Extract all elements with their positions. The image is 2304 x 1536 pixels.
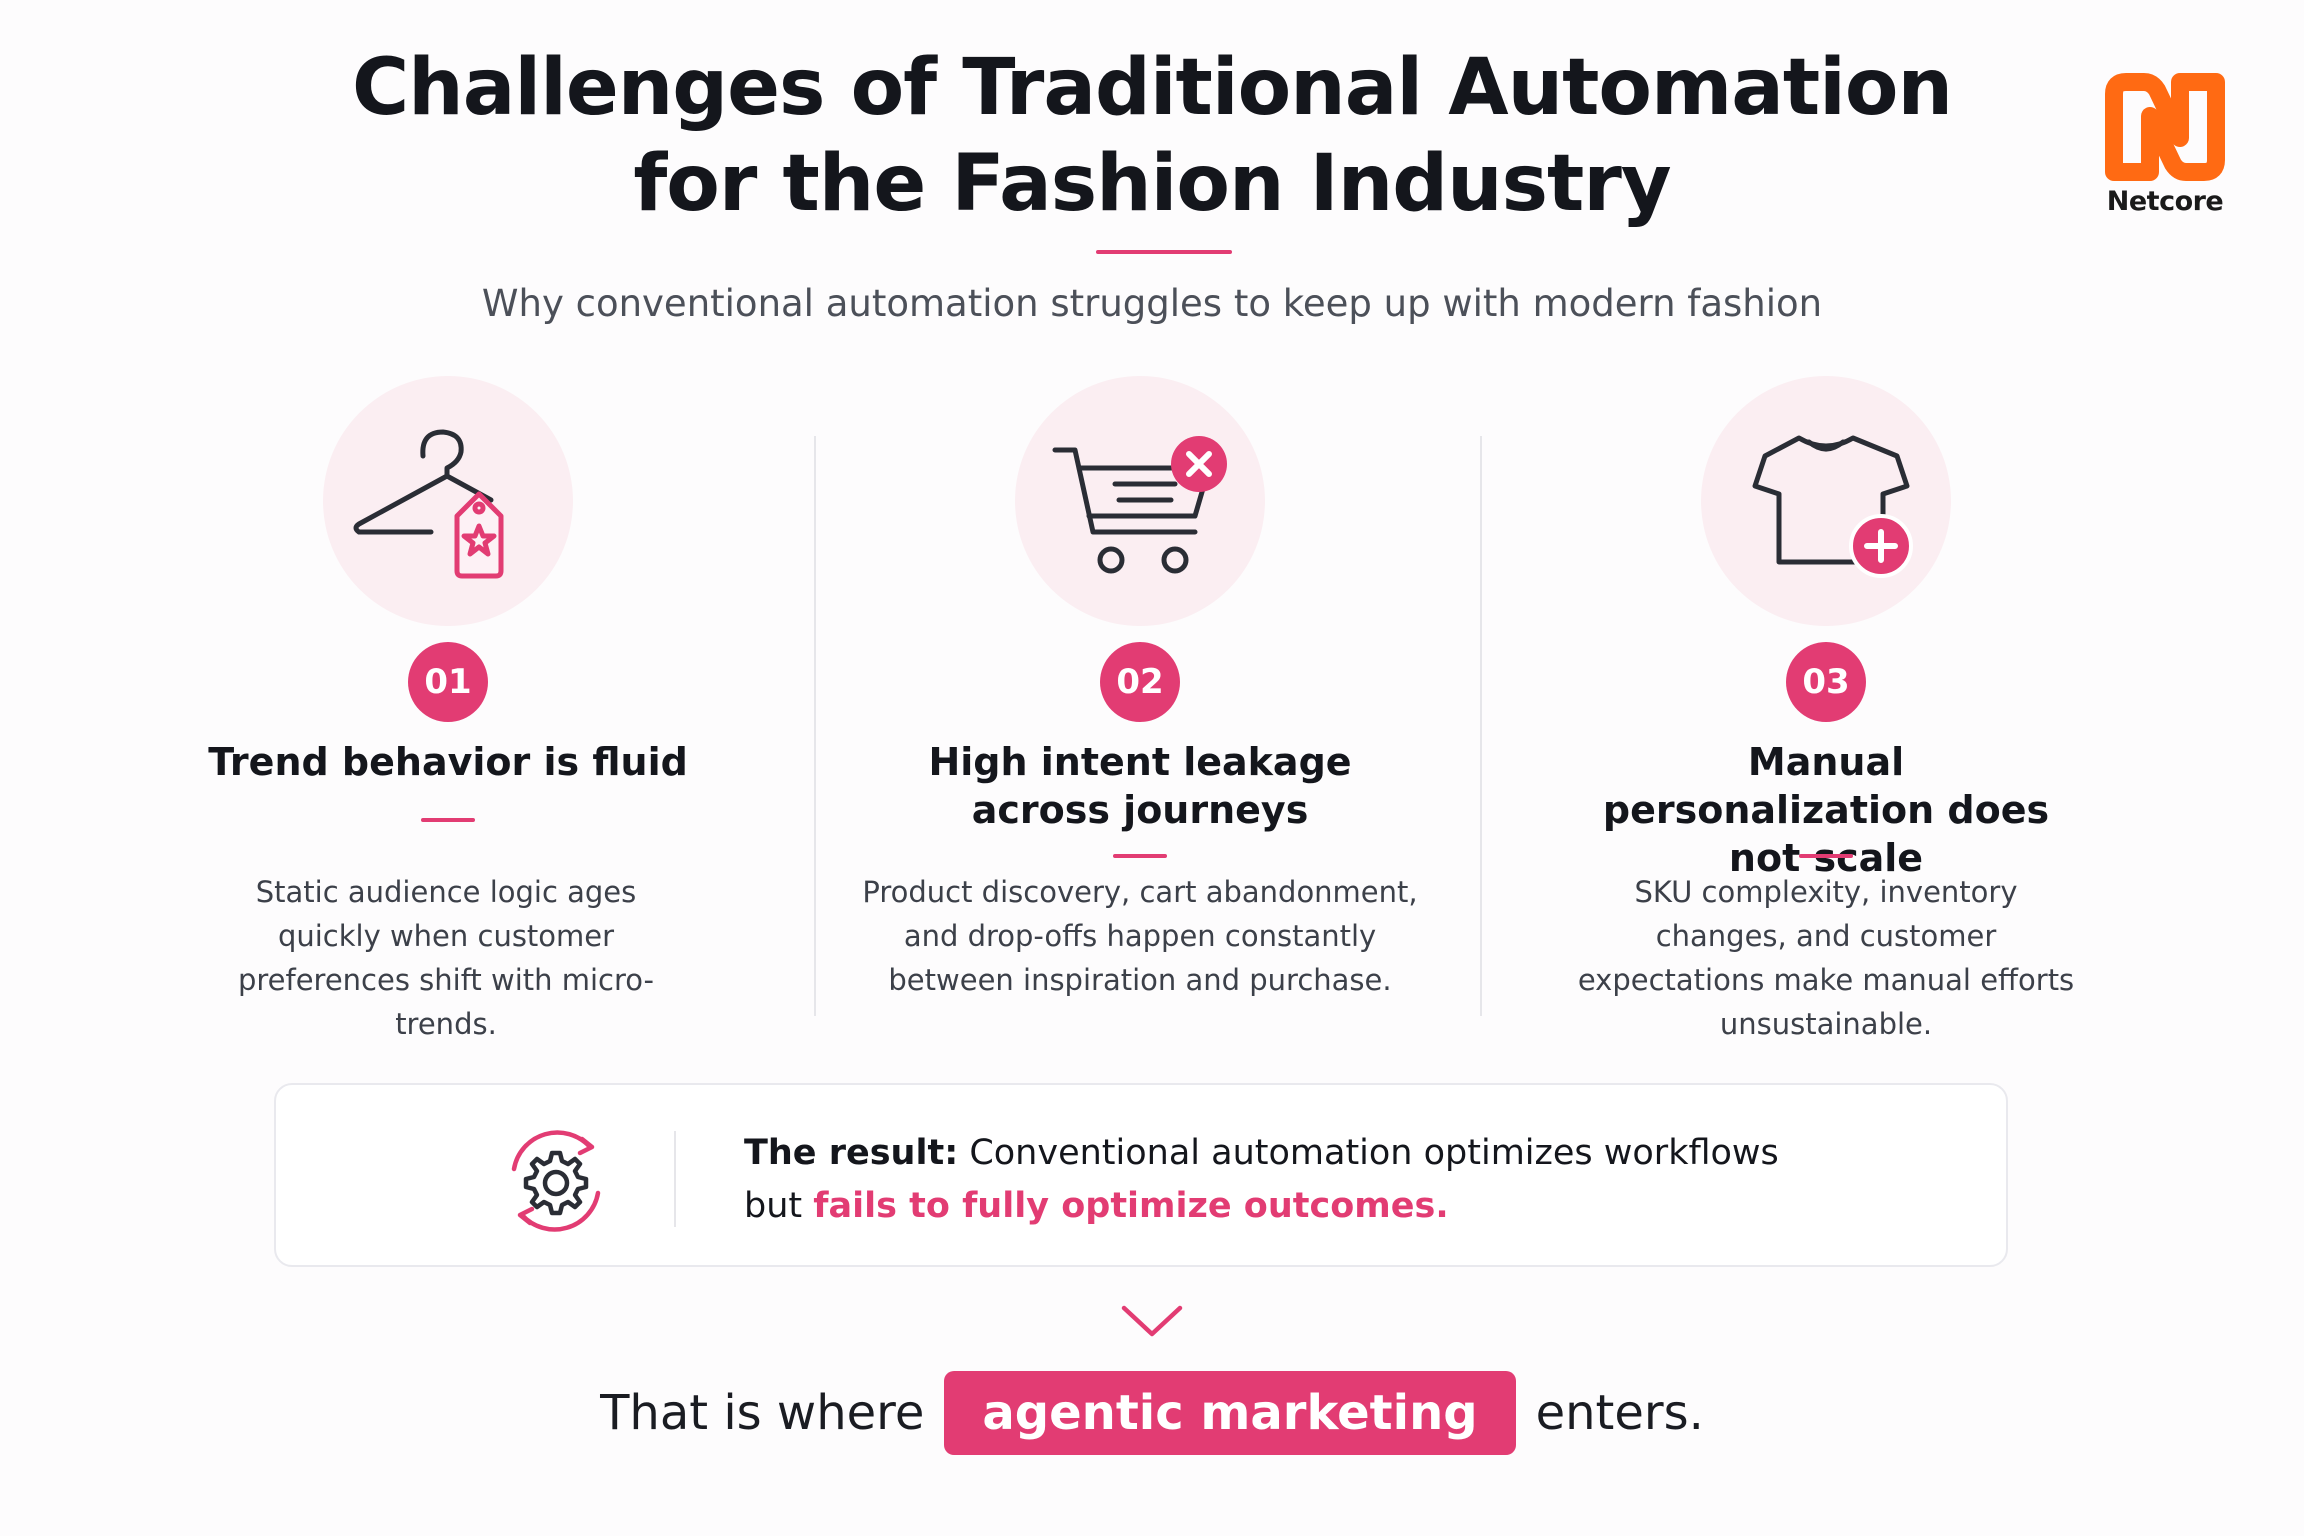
challenge-number: 03 [1786, 642, 1866, 722]
brand-name: Netcore [2106, 186, 2224, 217]
netcore-logo-icon [2105, 73, 2225, 181]
result-text: The result: Conventional automation opti… [744, 1127, 1944, 1233]
page-title-line-2: for the Fashion Industry [633, 139, 1671, 229]
page-subtitle: Why conventional automation struggles to… [481, 282, 1823, 325]
result-suffix: . [1435, 1186, 1449, 1226]
result-label: The result: [744, 1133, 959, 1173]
challenge-icon-circle [1701, 376, 1951, 626]
challenge-number: 02 [1100, 642, 1180, 722]
result-prefix: but [744, 1186, 803, 1226]
result-separator [674, 1131, 676, 1227]
challenge-description: Product discovery, cart abandonment, and… [862, 875, 1418, 997]
challenge-icon-circle [1015, 376, 1265, 626]
closing-after: enters. [1535, 1385, 1704, 1441]
closing-highlight-pill: agentic marketing [944, 1371, 1516, 1455]
chevron-down-icon [1121, 1305, 1183, 1337]
challenge-description: SKU complexity, inventory changes, and c… [1577, 875, 2075, 1041]
page-title-line-1: Challenges of Traditional Automation [351, 43, 1953, 133]
title-underline [1096, 250, 1232, 254]
cart-x-icon [1052, 436, 1227, 574]
challenge-icon-circle [323, 376, 573, 626]
challenge-title: Trend behavior is fluid [208, 740, 688, 784]
challenge-title-underline [421, 818, 475, 822]
challenge-title-underline [1799, 854, 1853, 858]
page-title: Challenges of Traditional Automation for… [0, 40, 2304, 232]
challenge-title-underline [1113, 854, 1167, 858]
challenge-title: High intent leakage across journeys [928, 740, 1352, 832]
hanger-tag-icon [353, 429, 504, 579]
challenge-number: 01 [408, 642, 488, 722]
closing-before: That is where [600, 1385, 925, 1441]
challenge-description: Static audience logic ages quickly when … [237, 875, 655, 1041]
result-highlight: fails to fully optimize outcomes [813, 1186, 1436, 1226]
gear-cycle-icon [511, 1130, 601, 1232]
brand-logo: Netcore [2100, 72, 2230, 222]
result-callout: The result: Conventional automation opti… [274, 1083, 2008, 1267]
challenge-title: Manual personalization does not scale [1602, 740, 2050, 880]
result-statement: Conventional automation optimizes workfl… [969, 1133, 1779, 1173]
column-divider-2 [1480, 436, 1482, 1016]
tshirt-plus-icon [1752, 435, 1913, 578]
column-divider-1 [814, 436, 816, 1016]
closing-statement: That is where agentic marketing enters. [0, 1370, 2304, 1456]
